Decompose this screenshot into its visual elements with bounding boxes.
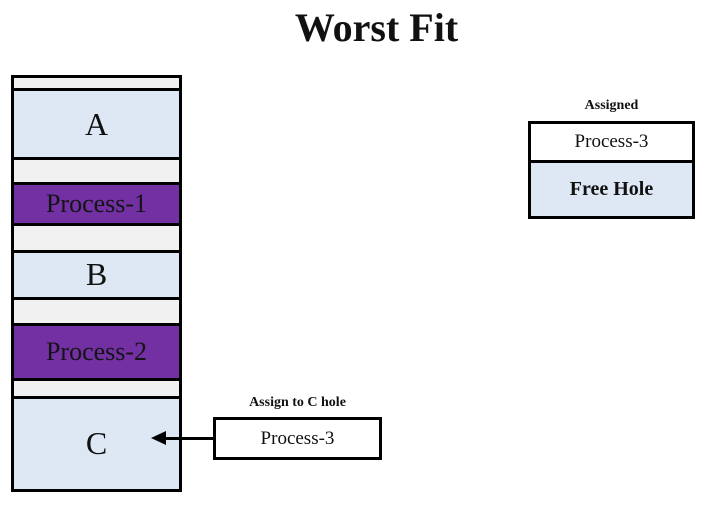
assign-arrow-head-icon (151, 431, 166, 445)
legend-row-label: Process-3 (574, 131, 649, 152)
legend-box: Process-3 Free Hole (528, 121, 695, 219)
memory-strip (14, 78, 179, 89)
memory-strip (14, 380, 179, 396)
memory-block-process-2: Process-2 (14, 325, 179, 378)
memory-block-label: Process-1 (45, 189, 148, 219)
memory-block-a: A (14, 91, 179, 158)
assign-arrow-line (164, 437, 213, 440)
legend-title: Assigned (584, 98, 639, 113)
memory-block-label: B (85, 256, 108, 293)
diagram-title: Worst Fit (294, 5, 459, 50)
memory-block-label: Process-2 (45, 336, 148, 366)
assign-caption: Assign to C hole (249, 395, 346, 410)
memory-block-b: B (14, 253, 179, 297)
assign-process-label: Process-3 (260, 427, 335, 449)
assign-process-box: Process-3 (213, 417, 382, 460)
legend-row-assigned: Process-3 (531, 124, 692, 160)
memory-strip (14, 299, 179, 323)
memory-strip (14, 160, 179, 183)
memory-strip (14, 226, 179, 251)
legend-row-free-hole: Free Hole (531, 160, 692, 216)
legend-row-label: Free Hole (569, 178, 654, 200)
memory-block-label: A (84, 105, 109, 142)
memory-block-label: C (85, 425, 108, 462)
memory-block-process-1: Process-1 (14, 185, 179, 224)
